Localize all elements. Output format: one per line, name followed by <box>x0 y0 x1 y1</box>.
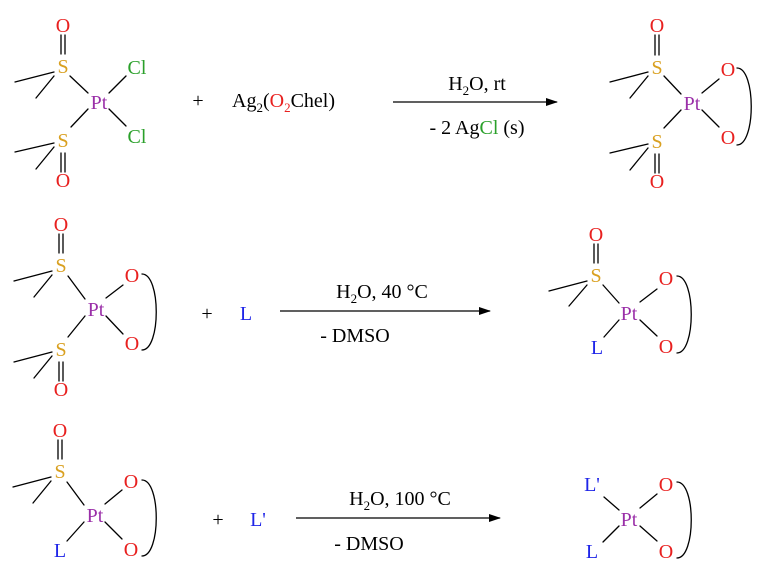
ligand-l-atom: L <box>591 337 603 359</box>
platinum-atom: Pt <box>91 92 108 114</box>
chloride-atom: Cl <box>128 126 147 148</box>
product-pt-dmso2-chelate: O S O Pt O S O <box>609 15 752 193</box>
platinum-atom: Pt <box>684 93 701 115</box>
sulfur-atom: S <box>57 130 68 152</box>
oxo-atom: O <box>53 420 67 442</box>
oxygen-atom: O <box>124 471 138 493</box>
oxygen-atom: O <box>125 265 139 287</box>
oxygen-atom: O <box>659 541 673 563</box>
sulfur-atom: S <box>55 339 66 361</box>
oxygen-atom: O <box>721 127 735 149</box>
plus-sign: + <box>201 303 212 325</box>
oxygen-atom: O <box>659 268 673 290</box>
sulfur-atom: S <box>651 57 662 79</box>
platinum-atom: Pt <box>621 303 638 325</box>
platinum-atom: Pt <box>87 505 104 527</box>
oxygen-atom: O <box>125 333 139 355</box>
sulfur-atom: S <box>55 255 66 277</box>
ligand-l-prime-reagent: L' <box>250 509 266 531</box>
oxo-atom: O <box>54 379 68 401</box>
oxygen-atom: O <box>124 539 138 561</box>
silver-chelate-reagent: Ag2(O2Chel) <box>232 90 335 115</box>
oxo-atom: O <box>56 15 70 37</box>
reaction-condition-top: H2O, 100 °C <box>349 488 451 513</box>
chloride-atom: Cl <box>128 57 147 79</box>
oxo-atom: O <box>650 15 664 37</box>
reaction-condition-top: H2O, 40 °C <box>336 281 428 306</box>
reaction-condition-bottom: - DMSO <box>320 325 389 347</box>
ligand-l-atom: L <box>54 540 66 562</box>
platinum-atom: Pt <box>88 299 105 321</box>
product-pt-l-lprime-chelate: L' O Pt O L <box>584 474 692 563</box>
reactant-pt-dmso2-cl2: O S Cl Pt Cl S O <box>14 15 147 192</box>
oxygen-atom: O <box>659 336 673 358</box>
sulfur-atom: S <box>590 265 601 287</box>
reaction-condition-top: H2O, rt <box>448 73 506 98</box>
platinum-atom: Pt <box>621 509 638 531</box>
ligand-l-reagent: L <box>240 303 252 325</box>
plus-sign: + <box>192 90 203 112</box>
oxo-atom: O <box>589 224 603 246</box>
oxo-atom: O <box>54 214 68 236</box>
ligand-l-atom: L <box>586 541 598 563</box>
plus-sign: + <box>212 509 223 531</box>
reaction-condition-bottom: - 2 AgCl (s) <box>429 117 524 139</box>
oxo-atom: O <box>56 170 70 192</box>
ligand-l-prime-atom: L' <box>584 474 600 496</box>
reactant-pt-dmso2-chelate: O S O Pt O S O <box>13 214 157 401</box>
product-pt-dmso-l-chelate: O S O Pt O L <box>548 224 692 359</box>
sulfur-atom: S <box>57 56 68 78</box>
sulfur-atom: S <box>651 131 662 153</box>
oxo-atom: O <box>650 171 664 193</box>
oxygen-atom: O <box>659 474 673 496</box>
sulfur-atom: S <box>54 461 65 483</box>
oxygen-atom: O <box>721 59 735 81</box>
reactant-pt-dmso-l-chelate: O S O Pt O L <box>12 420 157 562</box>
reaction-condition-bottom: - DMSO <box>334 533 403 555</box>
